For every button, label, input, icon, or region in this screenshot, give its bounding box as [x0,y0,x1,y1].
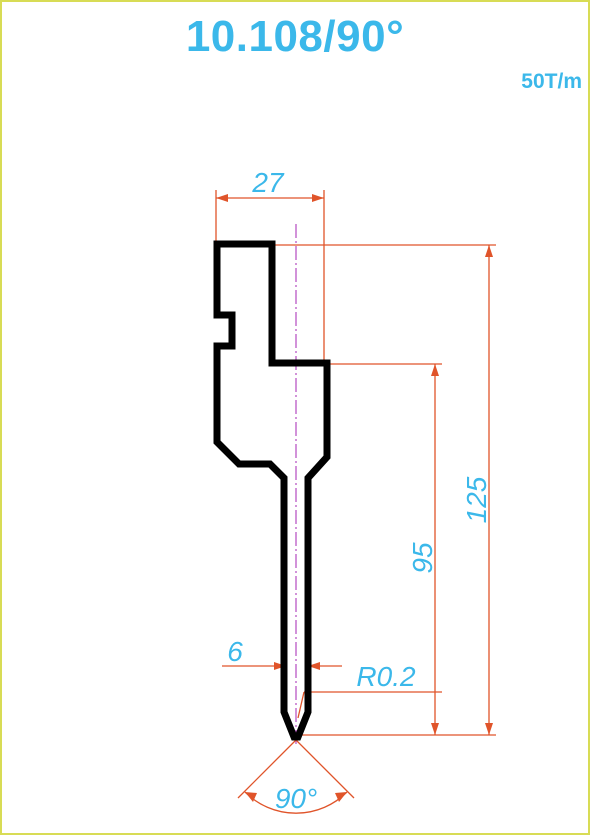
label-tip-angle: 90° [275,783,317,814]
punch-profile [213,240,331,741]
dimension-tip-angle [237,739,355,814]
dimension-height-blade [328,363,442,735]
label-blade-width: 6 [227,636,243,667]
dimension-tip-radius [297,691,442,719]
tonnage-rating: 50T/m [521,70,582,93]
dimension-width-top [215,190,325,360]
label-tip-radius: R0.2 [356,661,416,692]
tool-title: 10.108/90° [185,12,405,61]
dimension-height-total [274,244,496,736]
dimension-blade-width [222,662,342,670]
label-height-blade: 95 [407,542,438,574]
label-width-top: 27 [251,167,285,198]
label-height-total: 125 [461,476,492,523]
